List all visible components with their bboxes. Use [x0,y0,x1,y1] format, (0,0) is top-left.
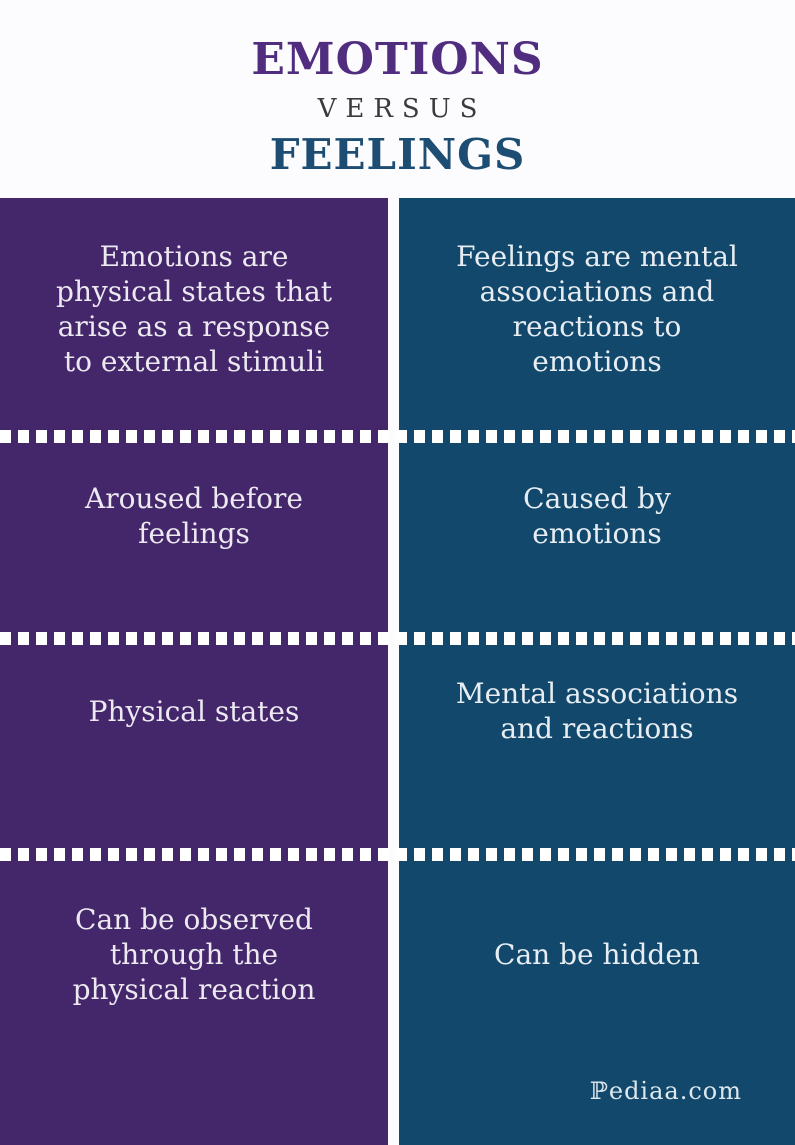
dashed-separator-3 [0,848,795,861]
cell-feelings-definition: Feelings are mental associations and rea… [456,239,738,378]
cell-feelings-visibility: Can be hidden [494,937,700,971]
dashed-separator-2 [0,632,795,645]
column-gutter [388,198,399,1145]
title-emotions: EMOTIONS [251,34,544,85]
comparison-table: Emotions are physical states that arise … [0,198,795,1145]
cell-feelings-order: Caused by emotions [523,482,671,550]
cell-feelings-nature: Mental associations and reactions [455,677,739,745]
feelings-column: Feelings are mental associations and rea… [399,198,795,1145]
cell-emotions-order: Aroused before feelings [85,482,303,550]
cell-emotions-nature: Physical states [88,694,300,728]
emotions-column: Emotions are physical states that arise … [0,198,388,1145]
title-versus: VERSUS [317,94,487,124]
dashed-separator-1 [0,430,795,443]
cell-emotions-visibility: Can be observed through the physical rea… [72,902,316,1006]
cell-emotions-definition: Emotions are physical states that arise … [56,239,332,378]
header: EMOTIONS VERSUS FEELINGS [0,0,795,198]
title-feelings: FEELINGS [269,130,526,179]
watermark-pediaa: ℙediaa.com [589,1077,742,1105]
